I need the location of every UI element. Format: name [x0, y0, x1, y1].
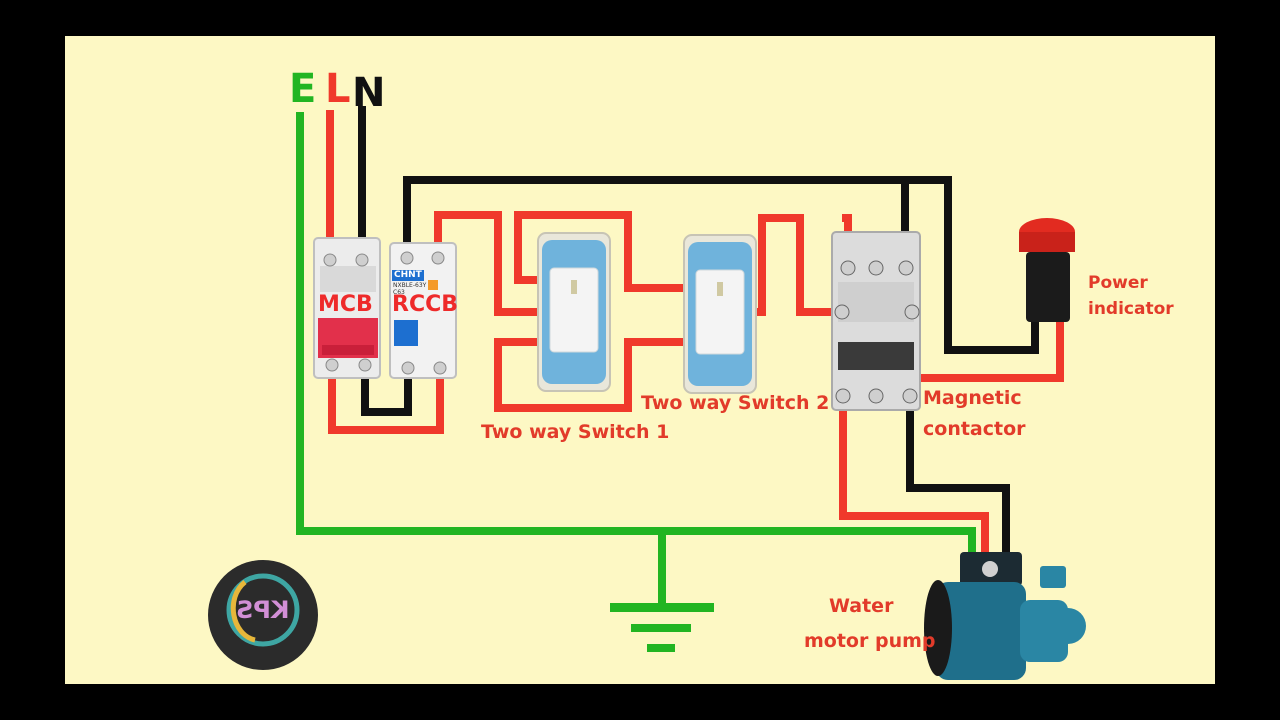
rccb-model-label: NXBLE-63Y	[393, 282, 427, 289]
line-to-switch1-wire	[434, 211, 540, 316]
water-motor-pump	[924, 552, 1086, 680]
switch2-label: Two way Switch 2	[641, 392, 830, 414]
rccb-label: RCCB	[392, 292, 458, 317]
switch2-to-contactor-wire	[752, 214, 842, 316]
contactor-label-line2: contactor	[923, 418, 1026, 440]
logo-text: KPS	[236, 596, 290, 624]
earth-symbol	[610, 603, 714, 652]
kps-logo	[208, 560, 318, 670]
neutral-main-wire	[403, 176, 1039, 354]
indicator-label-line1: Power	[1088, 273, 1148, 293]
earth-wire	[296, 112, 976, 553]
rccb-brand-label: CHNT	[394, 270, 422, 280]
indicator-label-line2: indicator	[1088, 299, 1174, 319]
contactor-label-line1: Magnetic	[923, 387, 1022, 409]
earth-label: E	[289, 66, 317, 112]
pump-label-line2: motor pump	[804, 630, 936, 652]
two-way-switch-1	[537, 232, 611, 392]
mcb-device	[313, 237, 381, 379]
rccb-device	[389, 242, 457, 379]
line-label: L	[325, 66, 351, 112]
mcb-rccb-neutral-link	[361, 372, 412, 416]
two-way-switch-2	[683, 234, 757, 394]
switch1-label: Two way Switch 1	[481, 421, 670, 443]
magnetic-contactor	[831, 231, 921, 411]
traveller-wire-lower	[494, 338, 690, 412]
mcb-label: MCB	[318, 292, 373, 317]
mcb-rccb-line-link	[328, 370, 444, 434]
rccb-rating-label: C63	[393, 289, 405, 296]
pump-label-line1: Water	[829, 595, 894, 617]
pump-neutral-wire	[906, 398, 1010, 555]
power-indicator-lamp	[1019, 218, 1075, 322]
traveller-wire-upper	[514, 211, 690, 292]
pump-line-wire	[839, 398, 989, 555]
neutral-label: N	[352, 70, 386, 116]
